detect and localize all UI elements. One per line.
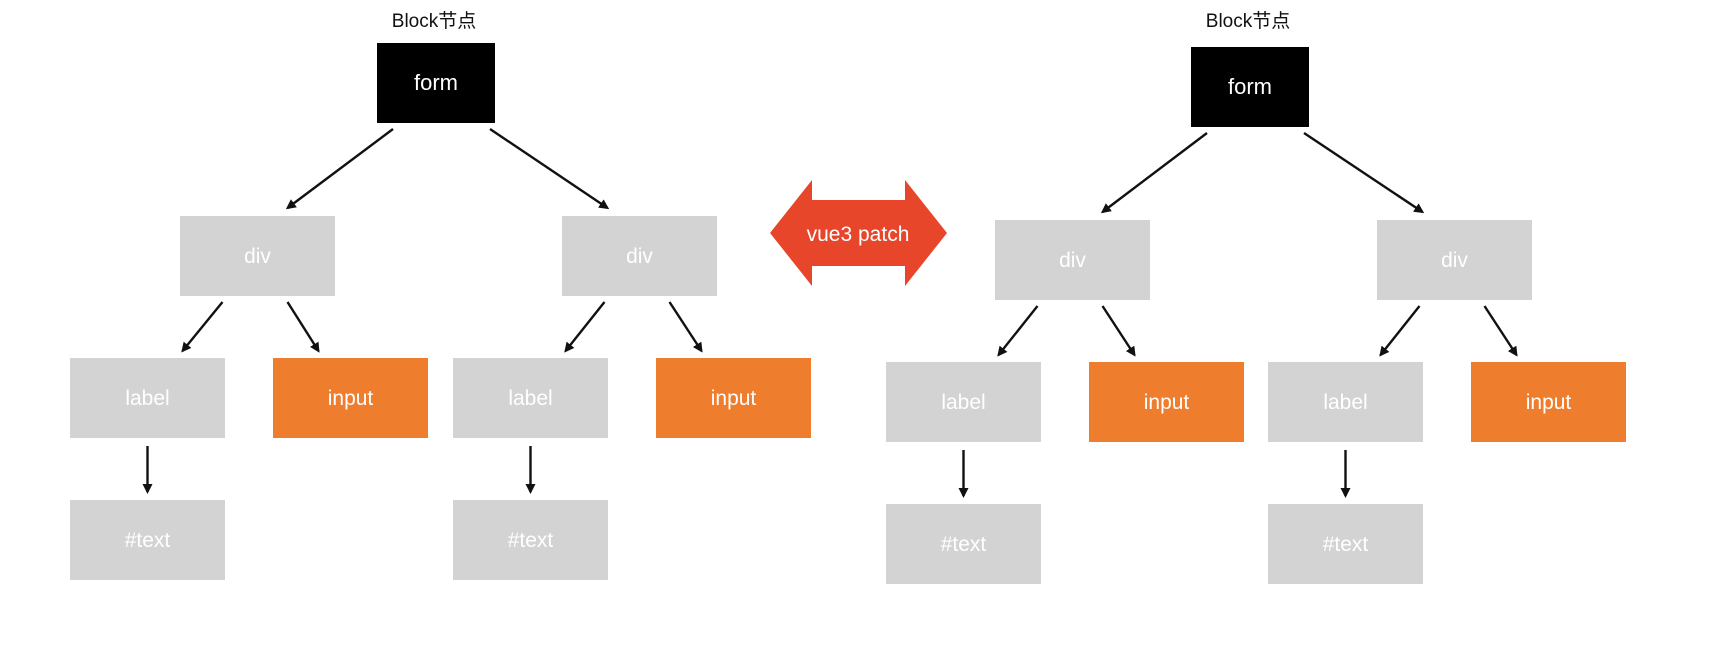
- form-block-node: form: [1191, 47, 1309, 127]
- patch-badge: vue3 patch: [770, 180, 947, 286]
- label-node-box: [886, 362, 1041, 442]
- vue3-patch-label: vue3 patch: [807, 223, 910, 246]
- text-node: #text: [1268, 504, 1423, 584]
- block-node-caption: Block节点: [392, 10, 476, 32]
- edge-div-to-label: [181, 301, 224, 353]
- div-node-label: div: [626, 245, 653, 268]
- div-node-label: div: [1441, 249, 1468, 272]
- div-node-box: [180, 216, 335, 296]
- div-node: div: [1377, 220, 1532, 300]
- input-node-label: input: [1144, 391, 1190, 414]
- input-node: input: [1089, 362, 1244, 442]
- vue3-patch-arrow: vue3 patch: [770, 180, 947, 286]
- edge-div-to-label: [1379, 305, 1421, 357]
- form-block-node-box: [1191, 47, 1309, 127]
- form-block-node-label: form: [414, 70, 458, 95]
- label-node: label: [453, 358, 608, 438]
- edges: [142, 128, 1518, 498]
- input-node-label: input: [1526, 391, 1572, 414]
- double-arrow-icon: [770, 180, 947, 286]
- div-node-box: [1377, 220, 1532, 300]
- edge-div-to-label: [564, 301, 606, 353]
- div-node: div: [995, 220, 1150, 300]
- text-node-label: #text: [1323, 533, 1369, 556]
- input-node-box: [656, 358, 811, 438]
- text-node: #text: [453, 500, 608, 580]
- text-node: #text: [886, 504, 1041, 584]
- text-node-label: #text: [125, 529, 171, 552]
- text-node-box: [70, 500, 225, 580]
- label-node: label: [70, 358, 225, 438]
- label-node-label: label: [508, 387, 552, 410]
- input-node: input: [1471, 362, 1626, 442]
- edge-div-to-label: [997, 305, 1039, 357]
- edge-form-to-div: [285, 128, 394, 210]
- edge-div-to-input: [668, 301, 703, 353]
- label-node-label: label: [941, 391, 985, 414]
- edge-div-to-input: [1483, 305, 1518, 357]
- input-node-label: input: [711, 387, 757, 410]
- input-node-box: [1089, 362, 1244, 442]
- edge-form-to-div: [489, 128, 610, 210]
- div-node-box: [562, 216, 717, 296]
- label-node-box: [453, 358, 608, 438]
- block-node-caption: Block节点: [1206, 10, 1290, 32]
- nodes: Block节点 form div label input #text div label inp…: [70, 10, 1626, 584]
- label-node: label: [886, 362, 1041, 442]
- form-block-node-box: [377, 43, 495, 123]
- div-node-label: div: [244, 245, 271, 268]
- edge-form-to-div: [1100, 132, 1208, 214]
- edge-div-to-input: [286, 301, 320, 353]
- text-node: #text: [70, 500, 225, 580]
- form-block-node: form: [377, 43, 495, 123]
- label-node-label: label: [1323, 391, 1367, 414]
- label-node-box: [70, 358, 225, 438]
- text-node-box: [1268, 504, 1423, 584]
- text-node-box: [886, 504, 1041, 584]
- form-block-node-label: form: [1228, 74, 1272, 99]
- edge-div-to-input: [1101, 305, 1136, 357]
- label-node-box: [1268, 362, 1423, 442]
- text-node-label: #text: [508, 529, 554, 552]
- div-node-label: div: [1059, 249, 1086, 272]
- edge-form-to-div: [1303, 132, 1425, 214]
- div-node: div: [180, 216, 335, 296]
- div-node: div: [562, 216, 717, 296]
- input-node-box: [1471, 362, 1626, 442]
- div-node-box: [995, 220, 1150, 300]
- input-node: input: [656, 358, 811, 438]
- input-node-box: [273, 358, 428, 438]
- input-node: input: [273, 358, 428, 438]
- label-node-label: label: [125, 387, 169, 410]
- text-node-box: [453, 500, 608, 580]
- text-node-label: #text: [941, 533, 987, 556]
- input-node-label: input: [328, 387, 374, 410]
- label-node: label: [1268, 362, 1423, 442]
